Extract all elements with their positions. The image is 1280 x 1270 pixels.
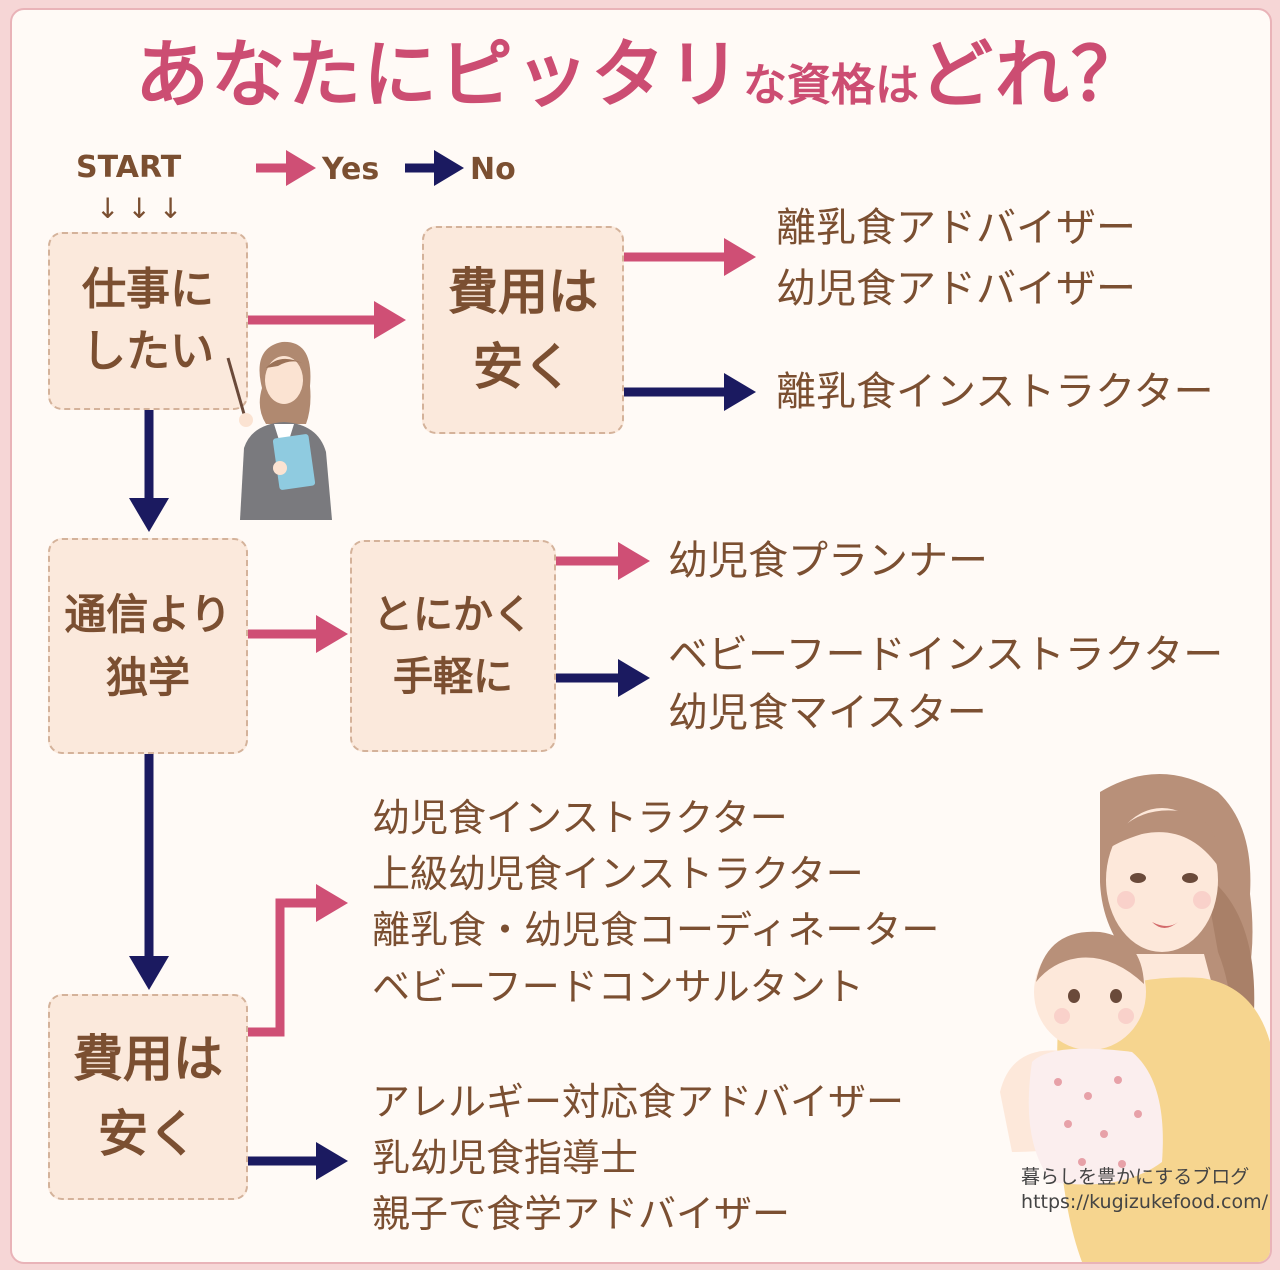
question-box-cost-1: 費用は安く (422, 226, 624, 434)
watermark-url: https://kugizukefood.com/ (1021, 1191, 1268, 1214)
legend-yes-label: Yes (322, 152, 380, 187)
watermark: 暮らしを豊かにするブログ https://kugizukefood.com/ (1021, 1165, 1268, 1216)
result-q4-yes: 幼児食プランナー (668, 532, 988, 591)
result-item: 乳幼児食指導士 (372, 1136, 639, 1181)
result-item: 幼児食インストラクター (372, 796, 788, 840)
result-q2-yes: 離乳食アドバイザー 幼児食アドバイザー (776, 198, 1136, 320)
result-item: 離乳食アドバイザー (776, 205, 1136, 251)
q4-line1: とにかく (373, 592, 533, 638)
q3-line2: 独学 (105, 653, 190, 702)
result-q5-yes: 幼児食インストラクター 上級幼児食インストラクター 離乳食・幼児食コーディネータ… (372, 790, 939, 1015)
result-item: 幼児食マイスター (668, 690, 987, 736)
result-item: アレルギー対応食アドバイザー (372, 1080, 905, 1124)
title-main: あなたにピッタリ (135, 32, 743, 118)
q2-line2: 安く (473, 338, 573, 396)
result-q2-no: 離乳食インストラクター (776, 363, 1214, 422)
legend-yes-arrow-icon (256, 150, 316, 186)
result-q5-no: アレルギー対応食アドバイザー 乳幼児食指導士 親子で食学アドバイザー (372, 1074, 904, 1243)
arrow-q3-yes (248, 615, 348, 653)
result-item: 親子で食学アドバイザー (372, 1192, 791, 1237)
result-item: 上級幼児食インストラクター (372, 852, 864, 897)
result-item: ベビーフードコンサルタント (372, 964, 864, 1009)
q3-line1: 通信より (64, 590, 232, 639)
infographic-frame: あなたにピッタリな資格はどれ？ START ↓↓↓ (10, 8, 1272, 1264)
question-box-self-study: 通信より独学 (48, 538, 248, 754)
result-item: 離乳食・幼児食コーディネーター (372, 908, 940, 953)
arrow-q4-yes (556, 542, 650, 580)
result-item: 幼児食アドバイザー (776, 265, 1136, 312)
question-box-cost-2: 費用は安く (48, 994, 248, 1200)
page-title: あなたにピッタリな資格はどれ？ (12, 38, 1270, 112)
question-box-work: 仕事にしたい (48, 232, 248, 410)
arrow-q1-no (129, 410, 169, 532)
result-item: 離乳食インストラクター (776, 369, 1214, 415)
result-item: ベビーフードインストラクター (668, 632, 1224, 678)
watermark-blog-name: 暮らしを豊かにするブログ (1021, 1165, 1250, 1188)
q4-line2: 手軽に (393, 654, 513, 700)
result-q4-no: ベビーフードインストラクター 幼児食マイスター (668, 626, 1223, 742)
q2-line1: 費用は (448, 263, 598, 321)
mother-baby-illustration (1000, 774, 1270, 1262)
q5-line1: 費用は (73, 1030, 223, 1088)
title-end: どれ？ (919, 32, 1147, 118)
result-item: 幼児食プランナー (668, 538, 988, 584)
q1-line1: 仕事に (82, 264, 214, 316)
arrow-q5-no (248, 1142, 348, 1180)
arrow-q1-yes (248, 301, 406, 339)
q1-line2: したい (82, 326, 214, 377)
start-label: START (76, 150, 182, 185)
arrow-q2-yes (624, 238, 756, 276)
arrow-q5-yes (248, 884, 348, 1037)
q5-line2: 安く (98, 1105, 198, 1163)
legend-no-label: No (470, 152, 516, 187)
legend-no-arrow-icon (405, 150, 464, 186)
arrow-q3-no (129, 754, 169, 990)
businesswoman-illustration (226, 341, 332, 520)
arrow-q4-no (556, 659, 650, 697)
arrow-q2-no (624, 373, 756, 411)
flow-arrows (129, 150, 756, 1180)
question-box-easy: とにかく手軽に (350, 540, 556, 752)
start-arrows: ↓↓↓ (96, 192, 191, 225)
title-small: な資格は (743, 60, 919, 111)
